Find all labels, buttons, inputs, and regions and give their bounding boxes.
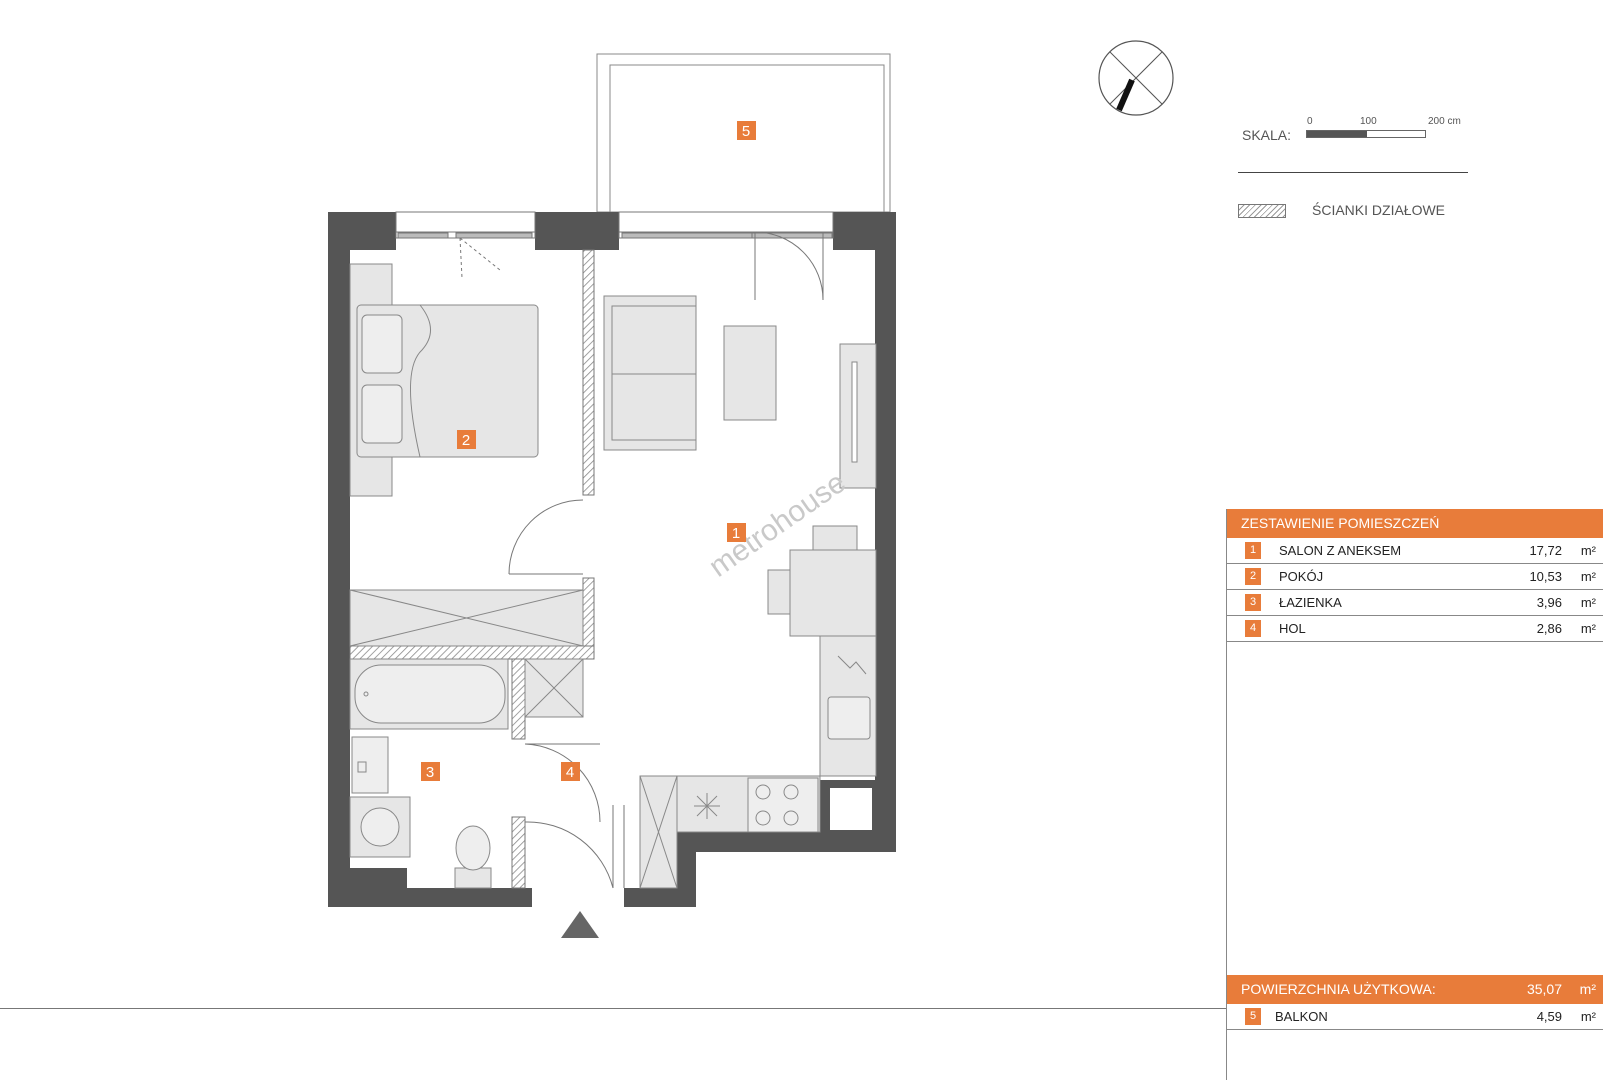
room-area: 4,59 [1536, 1009, 1562, 1024]
area-unit: m² [1580, 1009, 1596, 1024]
row-number: 2 [1245, 568, 1261, 585]
table-row: 2 POKÓJ 10,53 m² [1227, 564, 1603, 590]
row-number: 3 [1245, 594, 1261, 611]
scale-bar [1306, 130, 1426, 138]
row-number: 5 [1245, 1008, 1261, 1025]
room-badge-5: 5 [737, 121, 756, 140]
total-area-label: POWIERZCHNIA UŻYTKOWA: [1241, 981, 1436, 997]
bedroom-furniture [349, 263, 584, 647]
north-arrow-icon [1098, 40, 1174, 116]
svg-text:3: 3 [426, 764, 434, 781]
room-area: 2,86 [1536, 621, 1562, 636]
scale-tick-0: 0 [1307, 116, 1313, 127]
walls [328, 212, 896, 907]
windows [395, 211, 834, 239]
area-unit: m² [1580, 569, 1596, 584]
table-row: 3 ŁAZIENKA 3,96 m² [1227, 590, 1603, 616]
room-area: 17,72 [1529, 543, 1562, 558]
table-row: 1 SALON Z ANEKSEM 17,72 m² [1227, 538, 1603, 564]
total-area-header: POWIERZCHNIA UŻYTKOWA: 35,07 m² [1227, 975, 1603, 1004]
scale-label: SKALA: [1242, 127, 1292, 143]
row-number: 1 [1245, 542, 1261, 559]
bathroom [349, 658, 584, 889]
svg-text:2: 2 [462, 432, 470, 449]
room-name: BALKON [1275, 1009, 1328, 1024]
entrance-triangle-icon [561, 911, 599, 938]
room-area: 10,53 [1529, 569, 1562, 584]
room-name: ŁAZIENKA [1279, 595, 1342, 610]
area-unit: m² [1580, 621, 1596, 636]
scale-tick-200: 200 cm [1428, 116, 1461, 127]
room-name: HOL [1279, 621, 1306, 636]
svg-text:4: 4 [566, 764, 574, 781]
area-unit: m² [1580, 595, 1596, 610]
partition-hatch-swatch [1238, 204, 1286, 218]
schedule-header: ZESTAWIENIE POMIESZCZEŃ [1227, 509, 1603, 538]
bottom-divider [0, 1008, 1226, 1009]
table-row: 5 BALKON 4,59 m² [1227, 1004, 1603, 1030]
kitchen [639, 635, 877, 889]
area-unit: m² [1580, 543, 1596, 558]
scale-tick-100: 100 [1360, 116, 1377, 127]
legend-divider [1238, 172, 1468, 173]
room-badge-3: 3 [421, 762, 440, 781]
living-furniture [603, 295, 877, 637]
room-schedule: ZESTAWIENIE POMIESZCZEŃ 1 SALON Z ANEKSE… [1226, 509, 1603, 1080]
room-name: SALON Z ANEKSEM [1279, 543, 1402, 558]
partition-walls [349, 249, 595, 889]
room-area: 3,96 [1536, 595, 1562, 610]
room-badge-1: 1 [727, 523, 746, 542]
svg-text:1: 1 [732, 525, 740, 542]
total-area-value: 35,07 [1526, 981, 1562, 997]
svg-text:5: 5 [742, 123, 750, 140]
room-name: POKÓJ [1279, 569, 1324, 584]
partition-label: ŚCIANKI DZIAŁOWE [1312, 202, 1446, 218]
table-row: 4 HOL 2,86 m² [1227, 616, 1603, 642]
row-number: 4 [1245, 620, 1261, 637]
room-badge-2: 2 [457, 430, 476, 449]
total-area-unit: m² [1579, 981, 1596, 997]
room-badge-4: 4 [561, 762, 580, 781]
legend: SKALA: 0 100 200 cm ŚCIANKI DZIAŁOWE [1238, 116, 1468, 226]
